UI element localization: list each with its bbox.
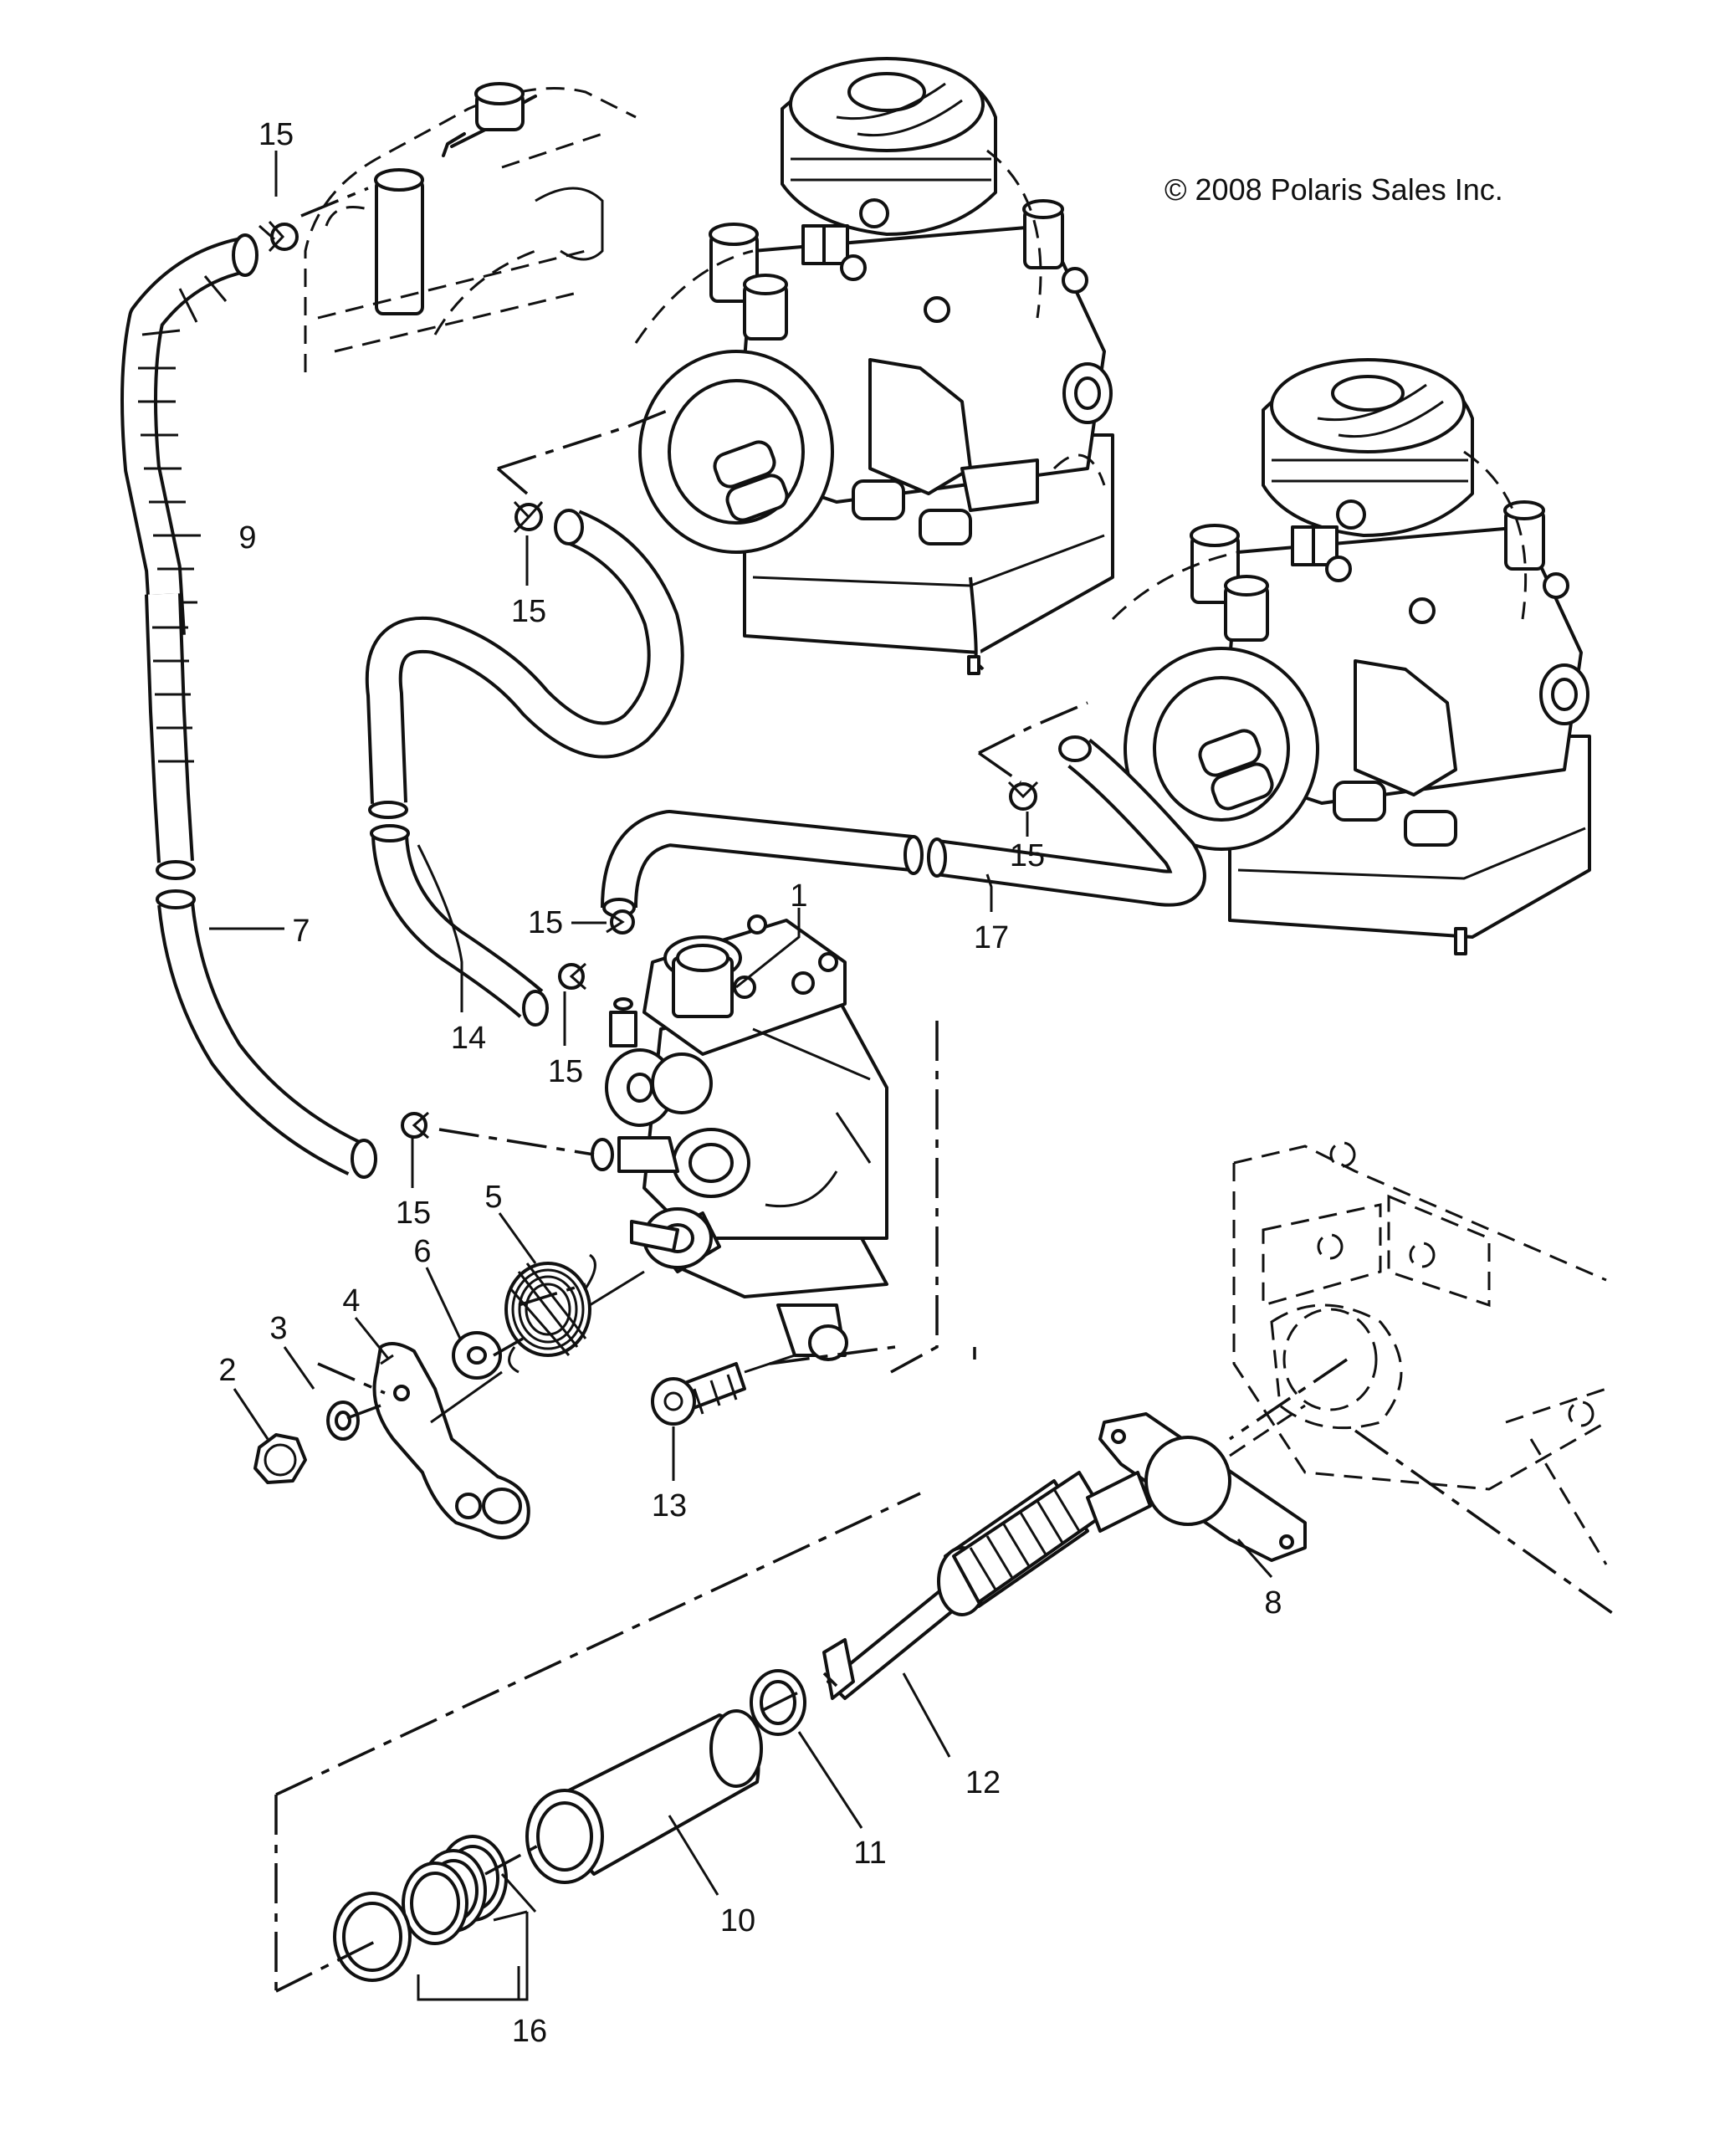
spring <box>504 1253 645 1374</box>
assembly-line <box>275 1939 377 1993</box>
callout-label: 10 <box>720 1903 755 1938</box>
assembly-line <box>977 701 1088 784</box>
leader-line <box>797 1731 863 1829</box>
callout-label: 14 <box>451 1021 486 1056</box>
gasket <box>1098 1404 1307 1562</box>
callout-label: 15 <box>1010 838 1045 873</box>
hose-clamp <box>258 221 299 253</box>
leader-line <box>902 1672 951 1758</box>
hose-clamp <box>401 1111 429 1139</box>
seal <box>402 1835 508 1945</box>
callout-label: 2 <box>218 1353 236 1388</box>
callout-label: 4 <box>342 1283 360 1319</box>
callout-label: 11 <box>853 1836 886 1871</box>
hose-14 <box>365 509 684 1027</box>
cylinder-head-top <box>304 82 637 372</box>
assembly-line <box>769 1345 976 1365</box>
leader-line <box>417 844 463 1012</box>
hose-17 <box>601 735 1206 918</box>
callout-label: 3 <box>269 1311 287 1346</box>
hose-7 <box>156 889 377 1179</box>
leader-line <box>425 1267 462 1339</box>
pump-leader-line <box>438 1128 595 1156</box>
hose-clamp <box>606 909 635 935</box>
assembly-line <box>484 1672 838 1876</box>
callout-label: 12 <box>965 1765 1001 1800</box>
callout-label: 13 <box>652 1488 687 1524</box>
hose-9 <box>120 233 258 880</box>
leader-line <box>233 1388 269 1440</box>
leader-line <box>417 1873 537 2001</box>
callout-label: 7 <box>292 914 310 949</box>
lever <box>372 1342 530 1539</box>
assembly-line <box>317 1283 586 1420</box>
callout-label: 6 <box>413 1234 431 1269</box>
assembly-line <box>1229 1358 1348 1441</box>
pump-assembly-outline <box>890 1021 939 1374</box>
gear-shaft <box>822 1471 1152 1700</box>
o-ring <box>333 1892 412 1982</box>
washer <box>326 1401 360 1441</box>
assembly-line <box>1354 1429 1616 1616</box>
callout-label: 17 <box>974 920 1009 955</box>
carburetor-lower <box>1111 358 1591 955</box>
assembly-line <box>300 187 369 218</box>
leader-line <box>283 1346 315 1390</box>
leader-line <box>735 908 801 989</box>
callout-label: 15 <box>528 905 563 940</box>
callout-label: 15 <box>548 1054 583 1089</box>
carburetor-upper <box>634 57 1114 675</box>
callout-label: 8 <box>1264 1585 1282 1621</box>
nut <box>253 1433 307 1484</box>
callout-label: 5 <box>484 1180 502 1215</box>
assembly-line <box>275 1492 921 1796</box>
callout-label: 15 <box>511 594 546 629</box>
oil-pump <box>591 914 888 1361</box>
callout-label: 16 <box>512 2014 547 2049</box>
copyright-notice: © 2008 Polaris Sales Inc. <box>1165 172 1503 207</box>
crankcase-section <box>1232 1141 1608 1565</box>
leader-line <box>985 873 993 912</box>
leader-line <box>354 1317 391 1360</box>
callout-label: 15 <box>396 1196 431 1231</box>
hose-clamp <box>513 500 544 534</box>
assembly-line <box>496 408 670 495</box>
washer <box>452 1331 502 1380</box>
leader-line <box>668 1815 719 1896</box>
sleeve <box>525 1709 763 1884</box>
leader-line <box>1236 1539 1273 1578</box>
leader-line <box>498 1212 537 1264</box>
hose-clamp <box>558 962 586 991</box>
callout-label: 9 <box>238 520 256 556</box>
hose-clamp <box>1007 781 1039 811</box>
callout-label: 1 <box>790 878 807 914</box>
callout-label: 15 <box>258 117 294 152</box>
bolt <box>651 1354 796 1426</box>
